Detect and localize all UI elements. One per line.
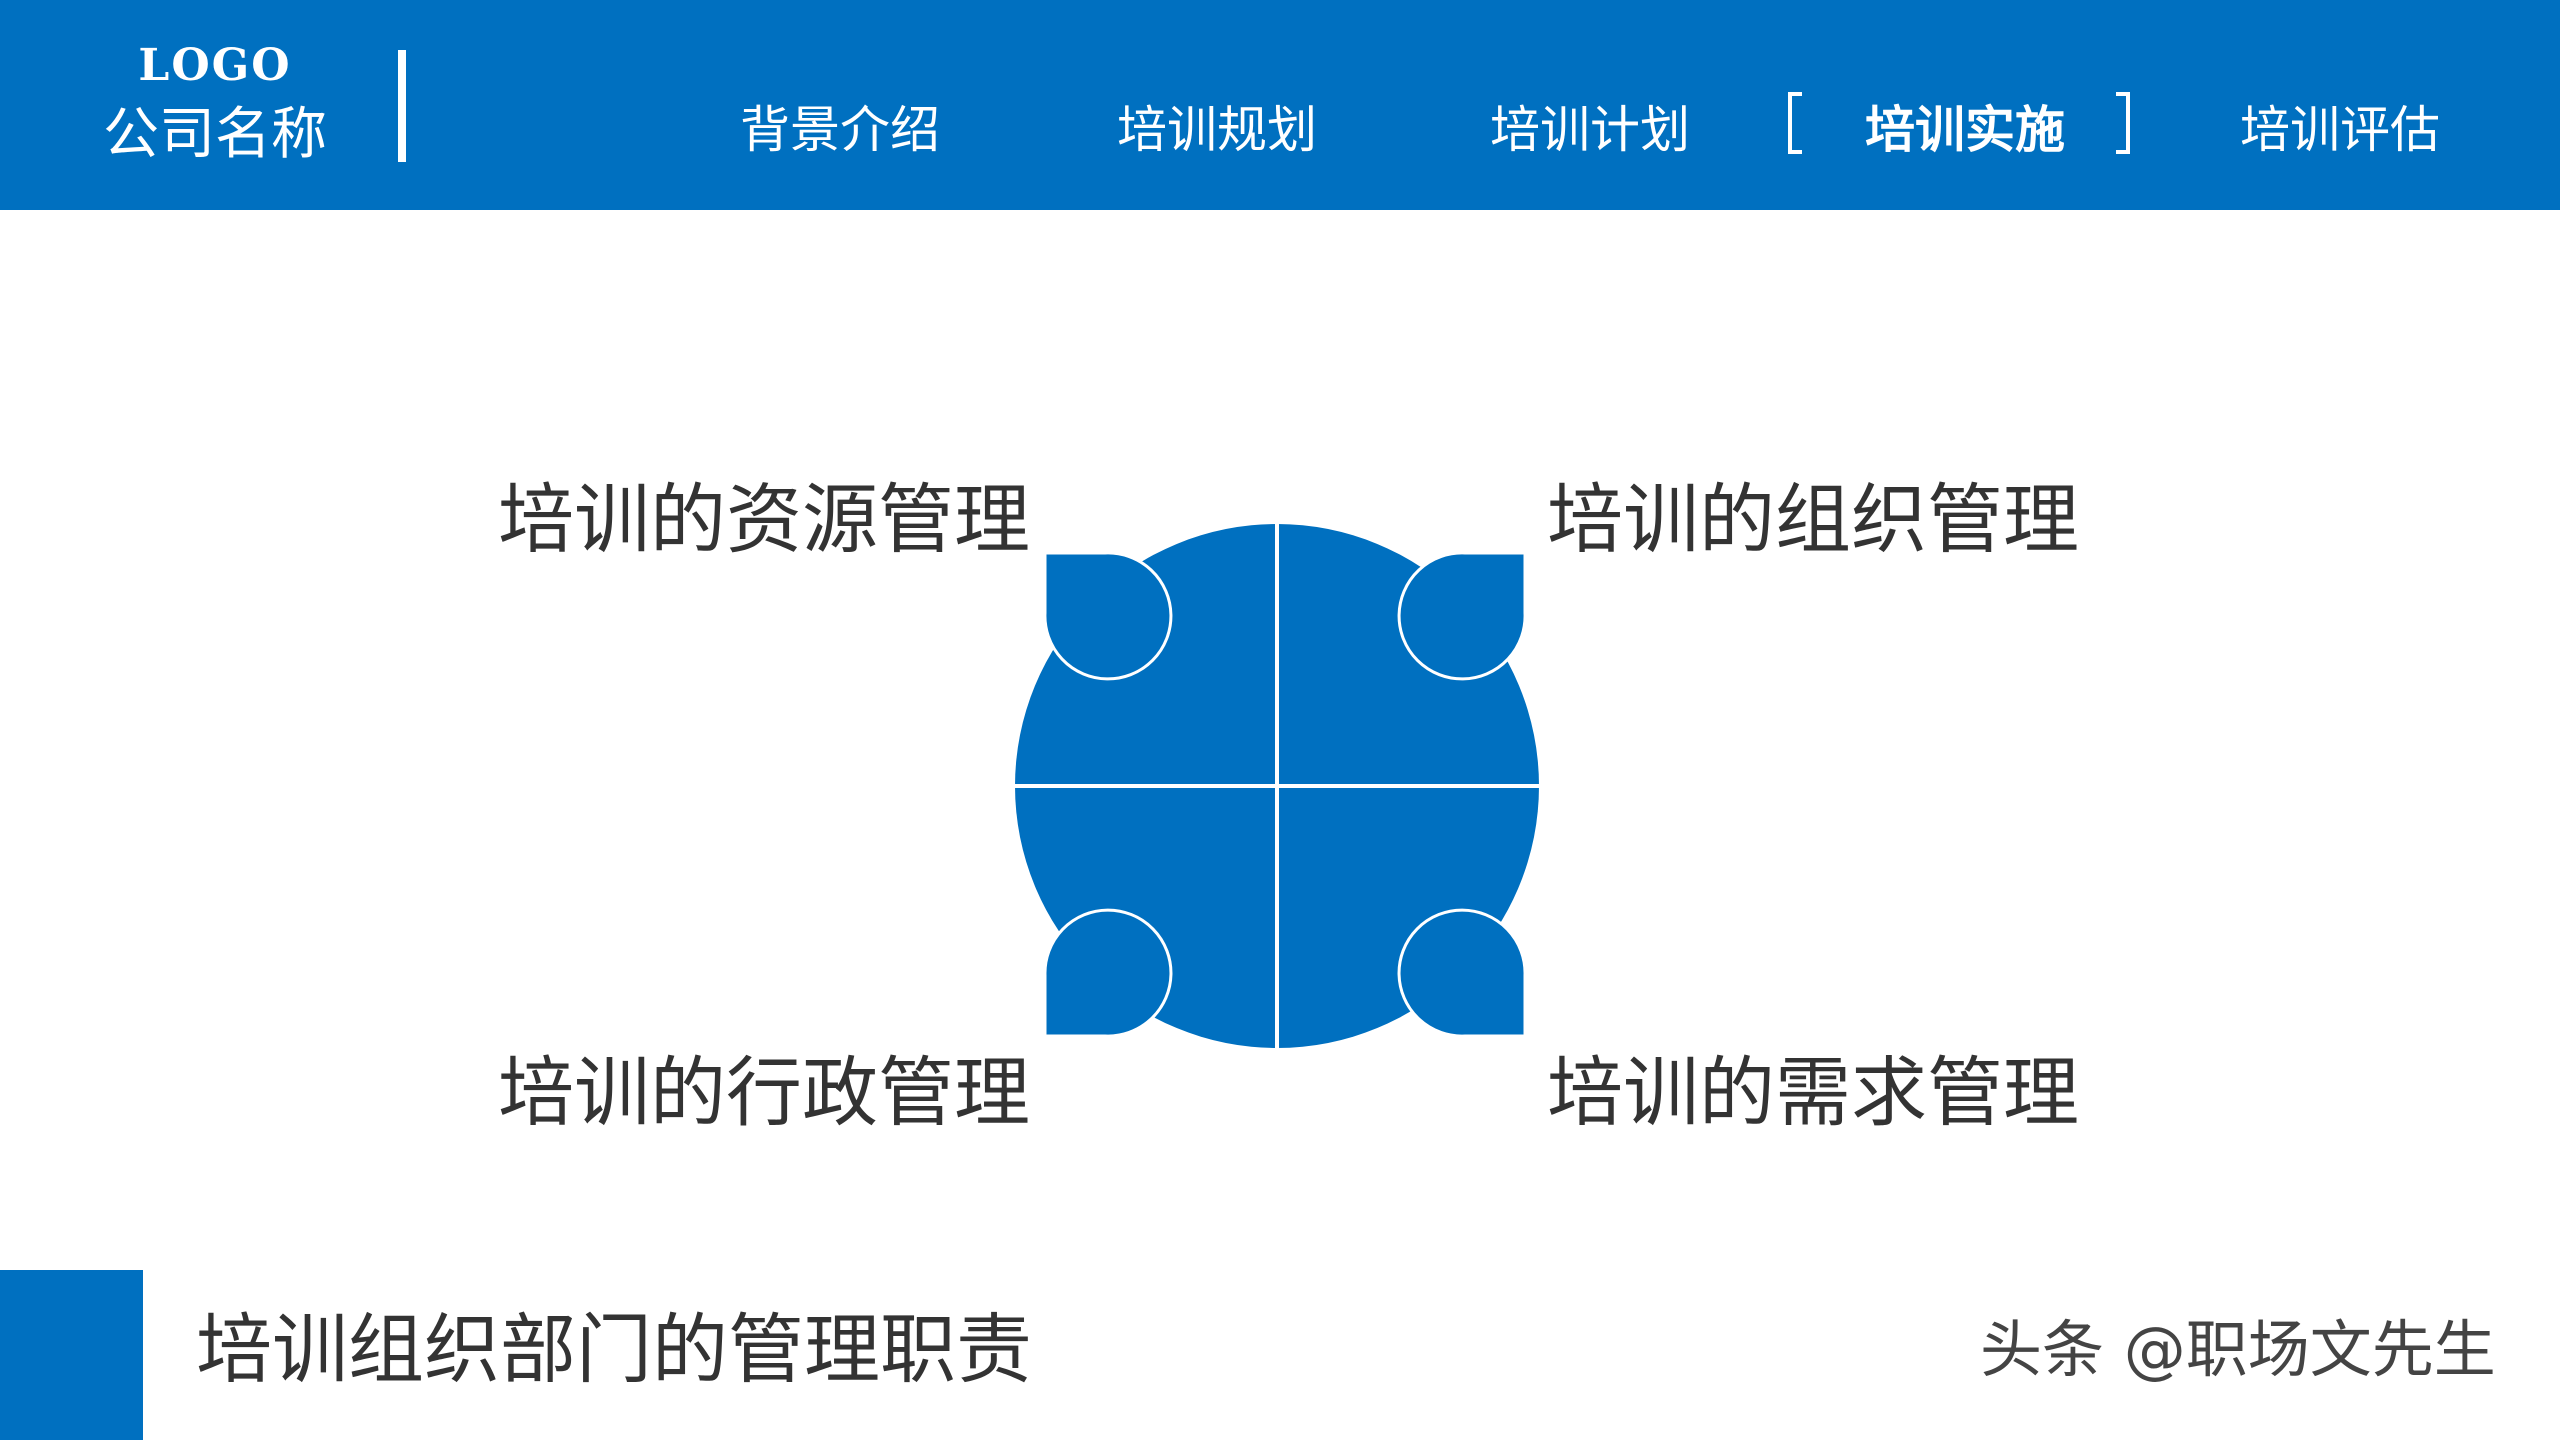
slide-title: 培训组织部门的管理职责 [196, 1305, 1032, 1394]
nav-item-background[interactable]: 背景介绍 [740, 101, 940, 159]
footer-accent-block [0, 1270, 143, 1440]
quadrant-label-top-left: 培训的资源管理 [498, 475, 1030, 564]
nav-item-plan[interactable]: 培训计划 [1490, 101, 1690, 159]
quadrant-label-bottom-left: 培训的行政管理 [498, 1048, 1030, 1137]
quadrant-label-bottom-right: 培训的需求管理 [1547, 1048, 2079, 1137]
quadrant-connector-bottom-right [1397, 908, 1527, 1038]
active-nav-bracket-left [1788, 92, 1802, 154]
nav-item-evaluation[interactable]: 培训评估 [2240, 101, 2440, 159]
header-bar: LOGO 公司名称 背景介绍 培训规划 培训计划 培训实施 培训评估 [0, 0, 2560, 210]
active-nav-bracket-right [2116, 92, 2130, 154]
company-name: 公司名称 [103, 102, 327, 167]
logo: LOGO [138, 40, 292, 91]
quadrant-connector-top-right [1397, 551, 1527, 681]
quadrant-connector-bottom-left [1043, 908, 1173, 1038]
nav-item-planning[interactable]: 培训规划 [1117, 101, 1317, 159]
quadrant-connector-top-left [1043, 551, 1173, 681]
quadrant-label-top-right: 培训的组织管理 [1547, 475, 2079, 564]
header-divider [398, 50, 406, 162]
watermark: 头条 @职场文先生 [1980, 1313, 2496, 1386]
nav-item-implementation[interactable]: 培训实施 [1865, 101, 2065, 159]
